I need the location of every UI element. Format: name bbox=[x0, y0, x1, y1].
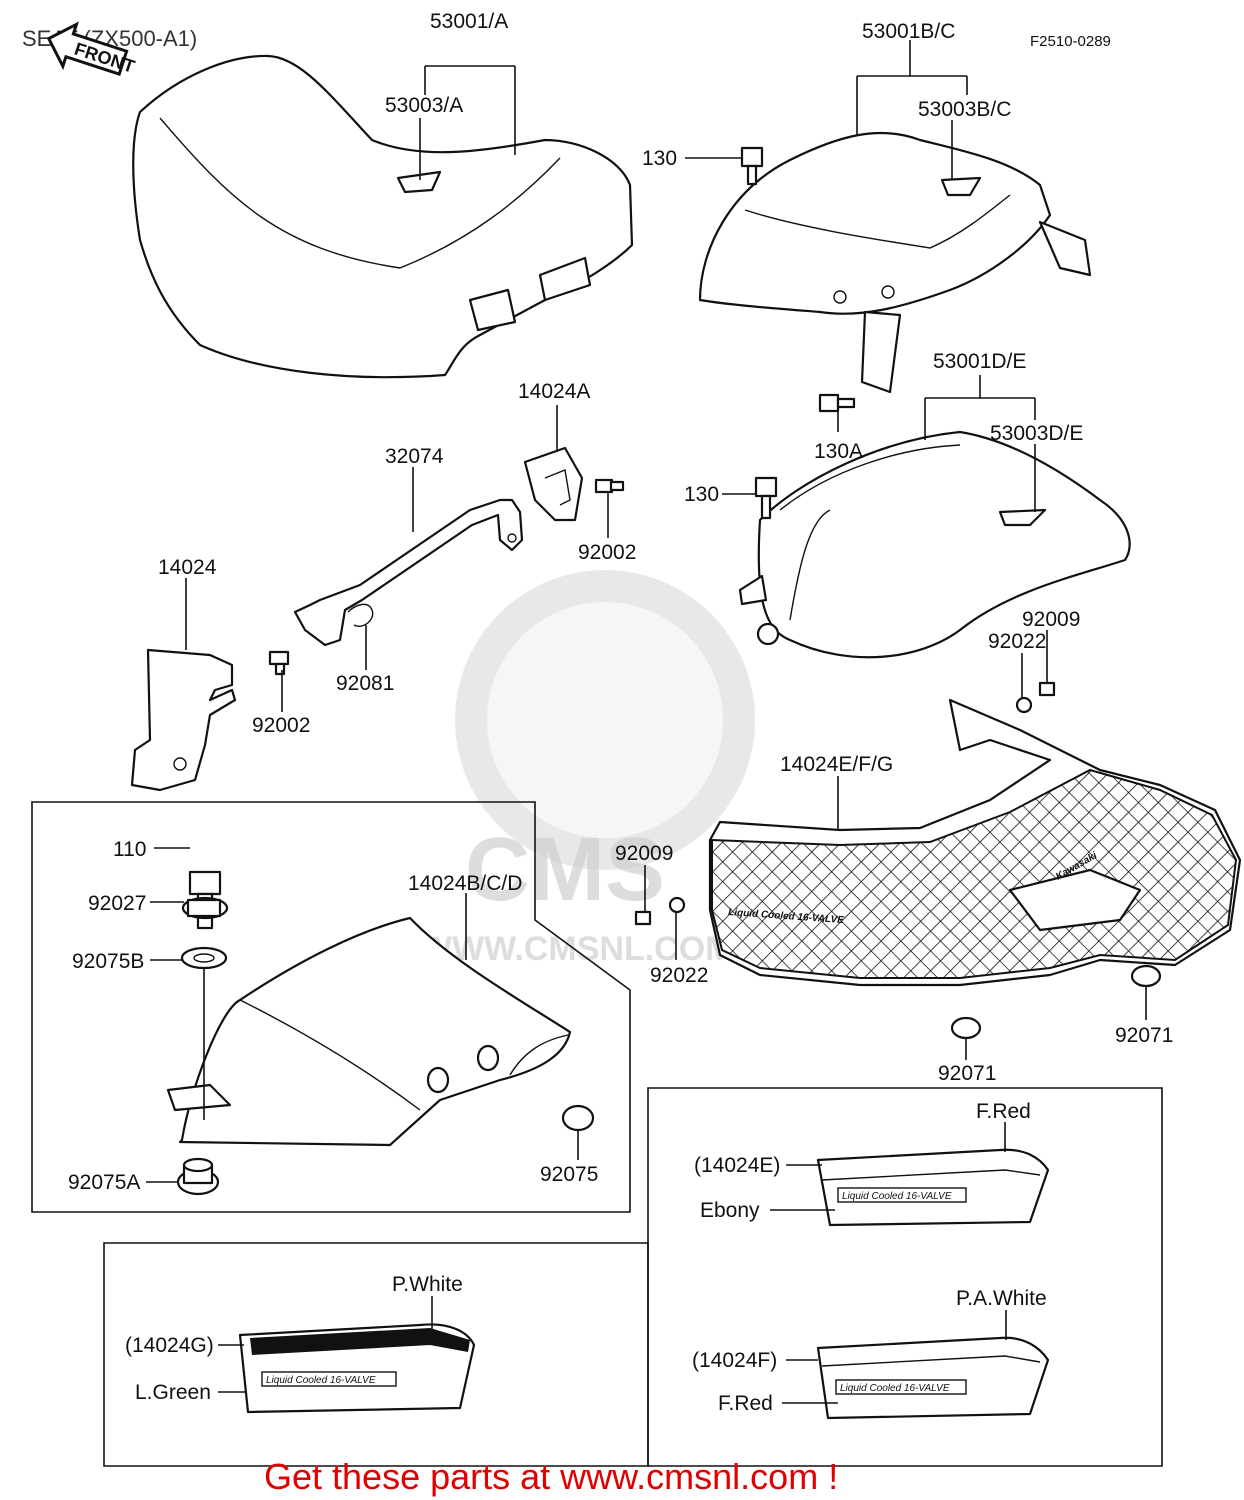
variant-14024g: Liquid Cooled 16-VALVE bbox=[238, 1323, 476, 1414]
label-92002-right: 92002 bbox=[578, 541, 636, 564]
label-variant-e-body-color: Ebony bbox=[700, 1199, 760, 1222]
label-92071-center: 92071 bbox=[938, 1062, 996, 1085]
label-110: 110 bbox=[113, 838, 146, 861]
label-53001bc: 53001B/C bbox=[862, 20, 955, 43]
decal-text-f: Liquid Cooled 16-VALVE bbox=[840, 1383, 950, 1394]
label-53001de: 53001D/E bbox=[933, 350, 1026, 373]
seat-cowl-53001de bbox=[738, 430, 1131, 659]
label-53001a: 53001/A bbox=[430, 10, 508, 33]
label-92022-right: 92022 bbox=[988, 630, 1046, 653]
single-seat-kit-frame bbox=[31, 801, 631, 1213]
diagram-code: F2510-0289 bbox=[1030, 33, 1111, 50]
label-92022-center: 92022 bbox=[650, 964, 708, 987]
seat-main-53001a bbox=[132, 54, 634, 379]
bracket-32074 bbox=[293, 498, 524, 647]
label-14024bcd: 14024B/C/D bbox=[408, 872, 522, 895]
label-92075: 92075 bbox=[540, 1163, 598, 1186]
label-92009-right: 92009 bbox=[1022, 608, 1080, 631]
label-variant-e-top-color: F.Red bbox=[976, 1100, 1031, 1123]
label-92075a: 92075A bbox=[68, 1171, 140, 1194]
label-32074: 32074 bbox=[385, 445, 444, 468]
single-seat-cover-14024bcd bbox=[166, 870, 595, 1196]
variant-14024f: Liquid Cooled 16-VALVE bbox=[816, 1336, 1050, 1420]
watermark: CMS WWW.CMSNL.COM bbox=[420, 570, 755, 968]
tail-cowl-14024efg: Liquid Cooled 16-VALVE Kawasaki bbox=[634, 681, 1242, 1040]
watermark-logo-text: CMS bbox=[465, 820, 665, 920]
label-14024efg: 14024E/F/G bbox=[780, 753, 893, 776]
label-variant-g-top-color: P.White bbox=[392, 1273, 463, 1296]
label-92009-center: 92009 bbox=[615, 842, 673, 865]
tail-cover-53001bc bbox=[698, 131, 1092, 413]
watermark-url-text: WWW.CMSNL.COM bbox=[420, 930, 734, 968]
label-variant-g-part: (14024G) bbox=[125, 1334, 214, 1357]
variant-14024e: Liquid Cooled 16-VALVE bbox=[816, 1148, 1050, 1227]
decal-text-g: Liquid Cooled 16-VALVE bbox=[266, 1375, 376, 1386]
label-92002-left: 92002 bbox=[252, 714, 310, 737]
label-130-top: 130 bbox=[642, 147, 677, 170]
label-variant-e-part: (14024E) bbox=[694, 1154, 780, 1177]
bracket-14024a bbox=[523, 446, 625, 522]
label-variant-f-top-color: P.A.White bbox=[956, 1287, 1047, 1310]
label-92027: 92027 bbox=[88, 892, 146, 915]
label-92081: 92081 bbox=[336, 672, 394, 695]
label-variant-f-part: (14024F) bbox=[692, 1349, 777, 1372]
label-92071-right: 92071 bbox=[1115, 1024, 1173, 1047]
promo-link[interactable]: Get these parts at www.cmsnl.com ! bbox=[264, 1456, 838, 1497]
label-14024a: 14024A bbox=[518, 380, 590, 403]
label-variant-f-body-color: F.Red bbox=[718, 1392, 773, 1415]
decal-text-e: Liquid Cooled 16-VALVE bbox=[842, 1191, 952, 1202]
label-53003de: 53003D/E bbox=[990, 422, 1083, 445]
label-variant-g-body-color: L.Green bbox=[135, 1381, 211, 1404]
label-53003bc: 53003B/C bbox=[918, 98, 1011, 121]
label-130a: 130A bbox=[814, 440, 863, 463]
part-labels: 53001/A 53003/A 53001B/C 53003B/C 130 13… bbox=[68, 10, 1173, 1415]
label-14024: 14024 bbox=[158, 556, 217, 579]
variant-frame-left bbox=[103, 1242, 649, 1467]
label-92075b: 92075B bbox=[72, 950, 144, 973]
bracket-14024 bbox=[130, 648, 290, 792]
label-53003a: 53003/A bbox=[385, 94, 463, 117]
leader-lines bbox=[146, 40, 1147, 1404]
label-130-mid: 130 bbox=[684, 483, 719, 506]
